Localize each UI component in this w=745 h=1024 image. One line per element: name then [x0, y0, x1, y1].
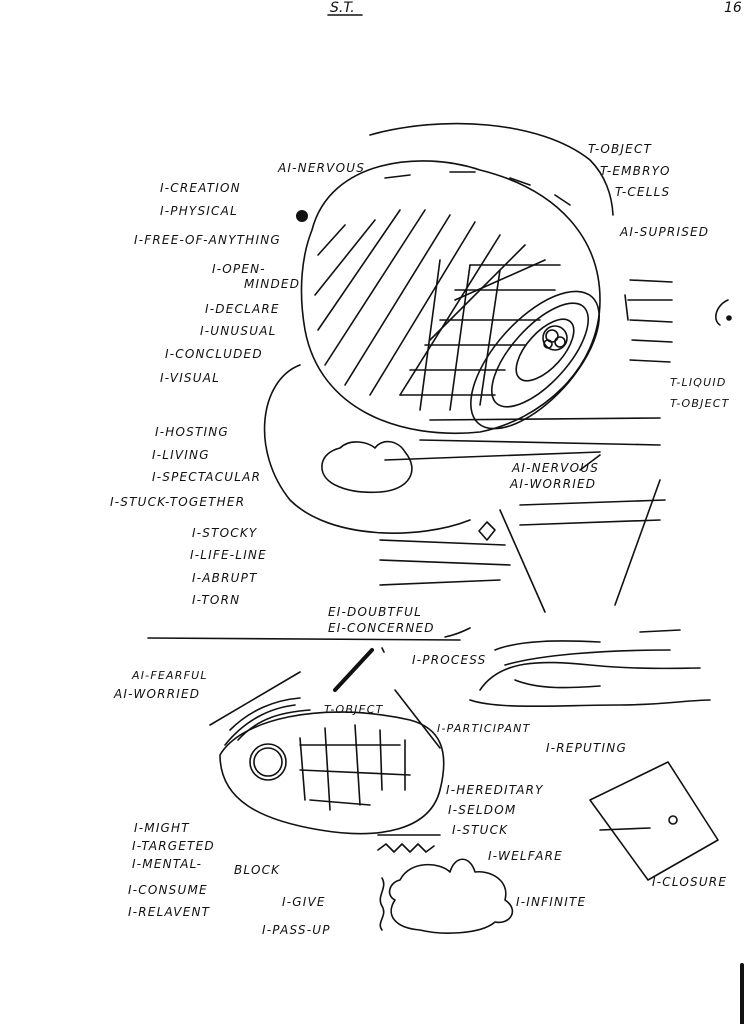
label-t-object-3: T-OBJECT	[324, 703, 384, 716]
crossing-line-3	[614, 479, 661, 606]
label-spectacular: I-SPECTACULAR	[152, 470, 262, 484]
label-mental: I-MENTAL-	[132, 857, 203, 871]
label-t-object-1: T-OBJECT	[588, 142, 653, 156]
large-sphere	[300, 160, 601, 434]
label-ai-nervous-mid: AI-NERVOUS	[512, 461, 600, 475]
label-reputing: I-REPUTING	[546, 741, 627, 755]
label-process: I-PROCESS	[412, 653, 487, 667]
label-hosting: I-HOSTING	[155, 425, 229, 439]
label-abrupt: I-ABRUPT	[192, 571, 258, 585]
crossing-line-2	[579, 454, 601, 471]
label-targeted: I-TARGETED	[132, 839, 215, 853]
label-torn: I-TORN	[192, 593, 241, 607]
dot-mark	[381, 647, 385, 653]
label-participant: I-PARTICIPANT	[437, 722, 531, 735]
embryo-ovals	[470, 290, 600, 430]
diamond-shape	[478, 521, 496, 541]
label-free-of-anything: I-FREE-OF-ANYTHING	[134, 233, 281, 247]
label-stuck: I-STUCK	[452, 823, 509, 837]
label-welfare: I-WELFARE	[488, 849, 563, 863]
label-t-object-2: T-OBJECT	[670, 397, 730, 410]
zigzag-line	[377, 843, 435, 853]
label-physical: I-PHYSICAL	[160, 204, 238, 218]
label-unusual: I-UNUSUAL	[200, 324, 277, 338]
label-living: I-LIVING	[152, 448, 210, 462]
label-ai-suprised: AI-SUPRISED	[620, 225, 710, 239]
top-dashes	[384, 171, 571, 206]
label-visual: I-VISUAL	[160, 371, 221, 385]
label-might: I-MIGHT	[134, 821, 190, 835]
crossing-line-1	[499, 509, 546, 613]
label-ei-doubtful: EI-DOUBTFUL	[328, 605, 423, 619]
blob-shape	[388, 858, 514, 934]
label-seldom: I-SELDOM	[448, 803, 517, 817]
grid-hatching	[399, 259, 561, 411]
top-arc	[369, 122, 614, 216]
label-ai-worried-mid: AI-WORRIED	[510, 477, 597, 491]
label-creation: I-CREATION	[160, 181, 241, 195]
label-life-line: I-LIFE-LINE	[190, 548, 267, 562]
right-dashes	[624, 279, 732, 363]
label-declare: I-DECLARE	[205, 302, 280, 316]
squiggle	[379, 877, 385, 931]
page-number: 16	[724, 0, 742, 16]
separator-line	[147, 637, 461, 641]
label-pass-up: I-PASS-UP	[262, 923, 331, 937]
label-closure: I-CLOSURE	[652, 875, 728, 889]
separator-curl	[444, 627, 471, 638]
label-ai-nervous-top: AI-NERVOUS	[278, 161, 366, 175]
label-infinite: I-INFINITE	[516, 895, 587, 909]
rect-dot	[668, 815, 678, 825]
label-consume: I-CONSUME	[128, 883, 208, 897]
black-dot	[296, 210, 308, 222]
bowl-curve	[263, 364, 471, 534]
label-give: I-GIVE	[282, 895, 326, 909]
black-bar	[333, 648, 374, 692]
label-t-embryo: T-EMBRYO	[600, 164, 671, 178]
process-waves	[469, 629, 711, 708]
label-ai-fearful: AI-FEARFUL	[132, 669, 208, 682]
horizontal-lines	[379, 417, 666, 586]
rect-line	[599, 827, 651, 831]
label-t-liquid: T-LIQUID	[670, 376, 727, 389]
label-open: I-OPEN-	[212, 262, 266, 276]
tilted-rectangle	[589, 761, 719, 881]
label-stocky: I-STOCKY	[192, 526, 258, 540]
label-block: BLOCK	[234, 863, 281, 877]
label-concluded: I-CONCLUDED	[165, 347, 263, 361]
eye-shape	[209, 671, 445, 835]
label-relavent: I-RELAVENT	[128, 905, 211, 919]
label-ai-worried-low: AI-WORRIED	[114, 687, 201, 701]
label-ei-concerned: EI-CONCERNED	[328, 621, 435, 635]
page-title: S.T.	[330, 0, 355, 16]
label-t-cells: T-CELLS	[615, 185, 671, 199]
bean-shape	[321, 440, 413, 494]
label-stuck-together: I-STUCK-TOGETHER	[110, 495, 246, 509]
diagonal-hatching	[314, 209, 546, 396]
label-hereditary: I-HEREDITARY	[446, 783, 544, 797]
label-minded: MINDED	[244, 277, 301, 291]
